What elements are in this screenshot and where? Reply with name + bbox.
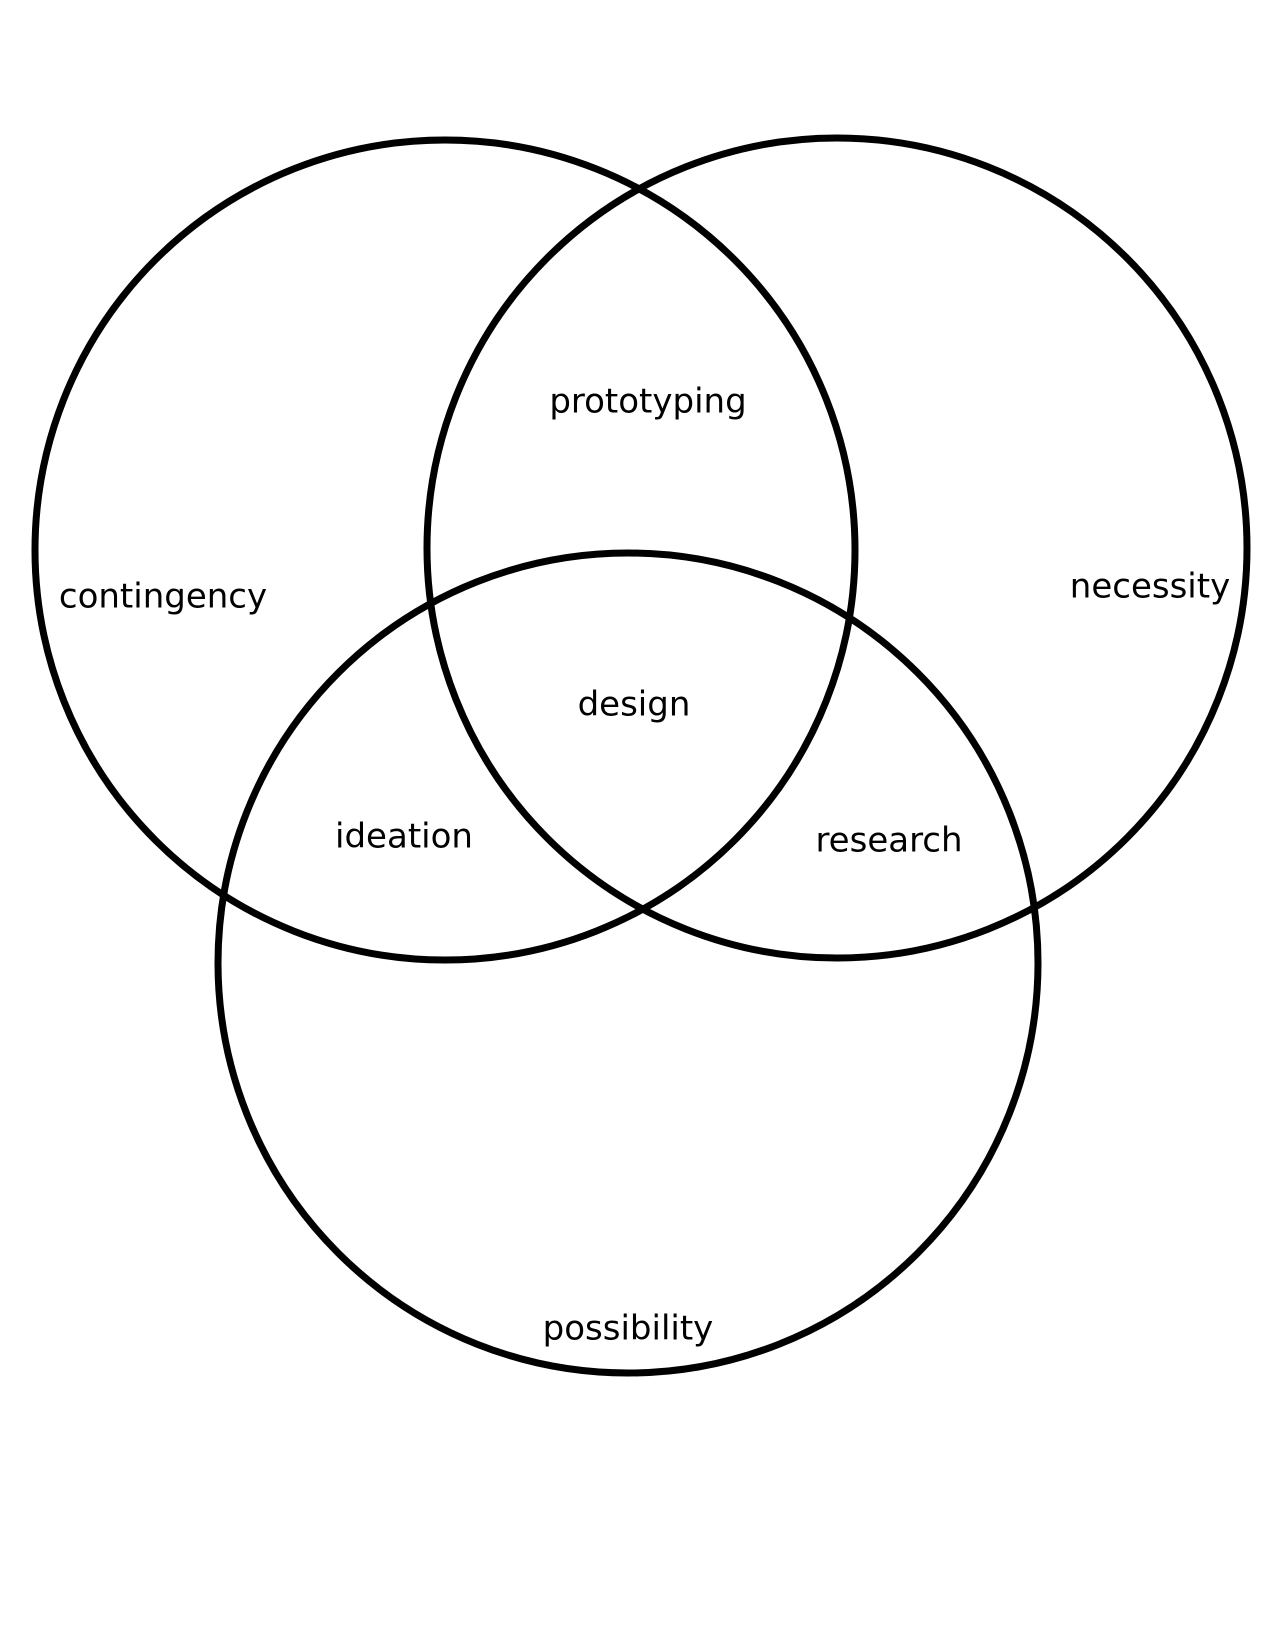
label-possibility: possibility [543,1309,714,1349]
label-ideation: ideation [335,817,473,857]
label-contingency: contingency [59,577,267,617]
circle-possibility [214,549,1042,1377]
circle-necessity [423,134,1251,962]
label-necessity: necessity [1070,567,1230,607]
circle-contingency [31,136,859,964]
label-design: design [578,685,691,725]
label-research: research [815,821,962,861]
label-prototyping: prototyping [549,382,746,422]
